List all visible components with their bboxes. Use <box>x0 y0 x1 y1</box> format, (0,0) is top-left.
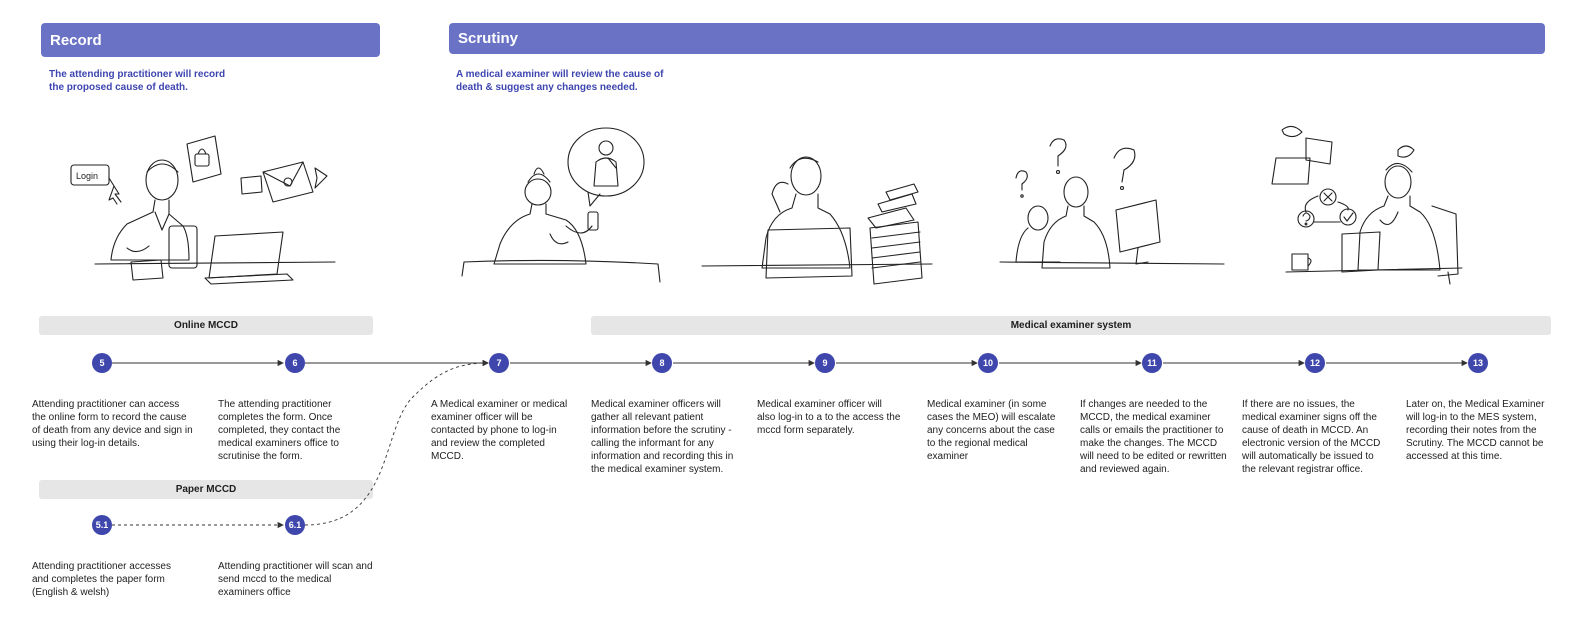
scrutiny-stage-description: A medical examiner will review the cause… <box>456 69 664 93</box>
step-text-10: Medical examiner (in some cases the MEO)… <box>927 399 1056 462</box>
lane-online-mccd-label: Online MCCD <box>174 320 238 331</box>
escalation-to-regional-examiner-illustration <box>999 138 1225 269</box>
step-node-5-1: 5.1 <box>92 515 112 535</box>
step-text-12: If there are no issues, the medical exam… <box>1242 399 1381 475</box>
lane-paper-mccd: Paper MCCD <box>39 480 373 499</box>
record-stage-description: The attending practitioner will record t… <box>49 69 226 93</box>
step-node-6: 6 <box>285 353 305 373</box>
step-node-7: 7 <box>489 353 509 373</box>
step-text-9: Medical examiner officer will also log-i… <box>757 399 901 436</box>
lane-mes-label: Medical examiner system <box>1010 320 1132 331</box>
examiner-sign-off-decision-illustration <box>1271 125 1463 285</box>
record-stage-header: Record <box>41 23 380 57</box>
step-text-11: If changes are needed to the MCCD, the m… <box>1080 399 1227 475</box>
practitioner-online-login-illustration: Login <box>70 135 336 285</box>
step-node-11: 11 <box>1142 353 1162 373</box>
step-node-5: 5 <box>92 353 112 373</box>
scrutiny-stage-header: Scrutiny <box>449 23 1545 54</box>
step-text-5: Attending practitioner can access the on… <box>32 399 193 449</box>
step-text-6-1: Attending practitioner will scan and sen… <box>218 561 373 598</box>
step-node-12: 12 <box>1305 353 1325 373</box>
step-text-13: Later on, the Medical Examiner will log-… <box>1406 399 1545 462</box>
examiner-gathering-information-illustration <box>701 156 933 285</box>
step-node-6-1: 6.1 <box>285 515 305 535</box>
record-stage-title: Record <box>50 31 102 49</box>
lane-online-mccd: Online MCCD <box>39 316 373 335</box>
step-node-10: 10 <box>978 353 998 373</box>
examiner-phone-call-illustration <box>461 127 661 283</box>
connector-6.1-7 <box>304 359 489 526</box>
lane-medical-examiner-system: Medical examiner system <box>591 316 1551 335</box>
step-text-8: Medical examiner officers will gather al… <box>591 399 734 475</box>
scrutiny-stage-title: Scrutiny <box>458 30 519 47</box>
step-text-5-1: Attending practitioner accesses and comp… <box>32 561 171 598</box>
step-node-8: 8 <box>652 353 672 373</box>
step-text-7: A Medical examiner or medical examiner o… <box>431 399 568 462</box>
lane-paper-mccd-label: Paper MCCD <box>175 484 237 495</box>
step-text-6: The attending practitioner completes the… <box>218 399 341 462</box>
step-node-13: 13 <box>1468 353 1488 373</box>
step-node-9: 9 <box>815 353 835 373</box>
login-label: Login <box>76 171 98 181</box>
